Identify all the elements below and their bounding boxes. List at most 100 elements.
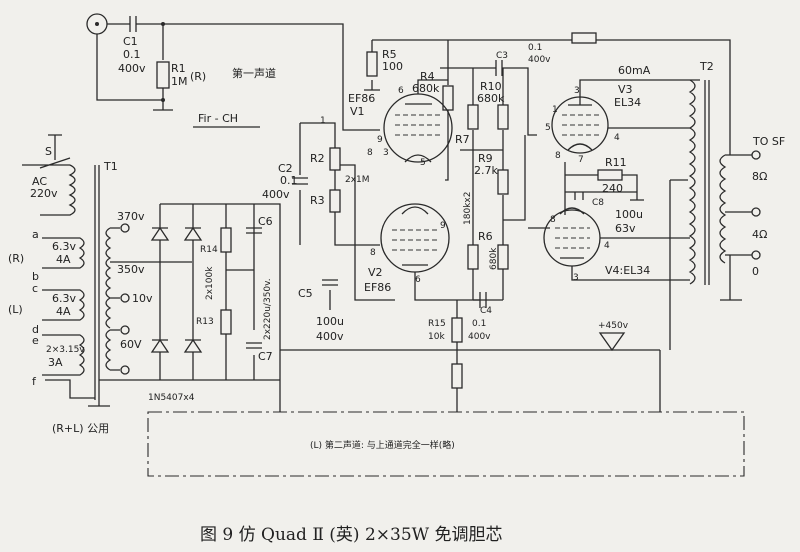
- label-v1-pin9: 9: [377, 135, 383, 145]
- label-r15-val: 10k: [428, 332, 445, 342]
- label-v1-pin8: 8: [367, 148, 373, 158]
- switch-s: [22, 134, 71, 169]
- label-r5: R5: [382, 48, 397, 61]
- resistor-r2: [329, 147, 341, 171]
- label-heater-1: 6.3v: [52, 240, 76, 253]
- label-r7-r8: 180kx2: [463, 192, 473, 225]
- resistor-r5: [366, 51, 378, 77]
- label-d: d: [32, 323, 39, 336]
- label-v3-pin8: 8: [555, 151, 561, 161]
- label-c2: C2: [278, 162, 293, 175]
- b-plus-symbol: [598, 332, 626, 352]
- label-c2-v: 400v: [262, 188, 290, 201]
- label-450v: +450v: [598, 321, 629, 331]
- label-c1-val: 0.1: [123, 48, 141, 61]
- label-r13: R13: [196, 317, 214, 327]
- label-channel-1: 第一声道: [232, 66, 276, 80]
- resistor-r8: [467, 244, 479, 270]
- input-jack: [86, 13, 108, 35]
- label-c: c: [32, 282, 38, 295]
- label-4ohm: 4Ω: [752, 228, 767, 241]
- label-350v: 350v: [117, 263, 145, 276]
- label-v3-pin4: 4: [614, 133, 620, 143]
- label-c5-v: 400v: [316, 330, 344, 343]
- label-b: b: [32, 270, 39, 283]
- label-v4-pin8: 8: [550, 215, 556, 225]
- label-heater-2-a: 4A: [56, 305, 71, 318]
- label-heater-3-a: 3A: [48, 356, 63, 369]
- label-r11: R11: [605, 156, 627, 169]
- label-r14: R14: [200, 245, 218, 255]
- terminal-0: [751, 250, 761, 260]
- terminal-8ohm: [751, 150, 761, 160]
- label-ef86-v1: EF86: [348, 92, 375, 105]
- label-v3-pin5: 5: [545, 123, 551, 133]
- label-v2-pin8: 8: [370, 248, 376, 258]
- tube-v1: [383, 79, 453, 163]
- resistor-r15: [451, 317, 463, 343]
- tube-v4: [528, 207, 690, 281]
- capacitor-c1: [129, 16, 137, 32]
- second-channel-note: (L) 第二声道: 与上通道完全一样(略): [310, 439, 455, 451]
- tube-v2: [380, 203, 480, 301]
- resistor-r10: [497, 104, 509, 130]
- label-heater-2: 6.3v: [52, 292, 76, 305]
- label-c3-v: 400v: [528, 55, 551, 65]
- label-pin-1: 1: [320, 116, 326, 126]
- label-r6-val: 680k: [489, 247, 499, 270]
- label-v4-pin4: 4: [604, 241, 610, 251]
- label-c8: C8: [592, 198, 604, 208]
- label-c3: C3: [496, 51, 508, 61]
- label-t1: T1: [103, 160, 118, 173]
- label-c6: C6: [258, 215, 273, 228]
- label-v2-pin9: 9: [440, 221, 446, 231]
- resistor-r1: [156, 61, 170, 89]
- resistor-r13: [220, 309, 232, 335]
- label-l-channel: (L): [8, 303, 23, 316]
- resistor-r15b: [451, 363, 463, 389]
- label-v4-pin3: 3: [573, 273, 579, 283]
- capacitor-c5: [322, 279, 338, 310]
- label-c1: C1: [123, 35, 138, 48]
- label-r2: R2: [310, 152, 325, 165]
- label-r-channel: (R): [8, 252, 24, 265]
- label-r6: R6: [478, 230, 493, 243]
- label-common: (R+L) 公用: [52, 422, 109, 435]
- label-c5-val: 100u: [316, 315, 344, 328]
- label-r10-val: 680k: [477, 92, 505, 105]
- tube-v3: [551, 79, 700, 154]
- label-r13-r14: 2x100k: [205, 266, 215, 300]
- label-v3-pin7: 7: [578, 155, 584, 165]
- resistor-r11: [597, 169, 623, 181]
- label-60v: 60V: [120, 338, 142, 351]
- label-v3-pin1: 1: [552, 105, 558, 115]
- capacitors-c6-c7: [246, 227, 262, 349]
- label-0: 0: [752, 265, 759, 278]
- label-v1-pin6: 6: [398, 86, 404, 96]
- label-10v: 10v: [132, 292, 153, 305]
- label-fir-ch: Fir - CH: [198, 112, 238, 125]
- label-v3: V3: [618, 83, 633, 96]
- label-to-speaker: TO SF: [752, 135, 785, 148]
- label-c4-v: 400v: [468, 332, 491, 342]
- label-c1-v: 400v: [118, 62, 146, 75]
- transformer-t2: [669, 79, 752, 350]
- label-heater-1-a: 4A: [56, 253, 71, 266]
- label-ac-v: 220v: [30, 187, 58, 200]
- resistor-r4: [442, 85, 454, 111]
- label-8ohm: 8Ω: [752, 170, 767, 183]
- label-r1: R1: [171, 62, 186, 75]
- label-60ma: 60mA: [618, 64, 651, 77]
- capacitor-c2: [292, 177, 308, 185]
- label-r1-val: 1M: [171, 75, 188, 88]
- label-r15: R15: [428, 319, 446, 329]
- resistor-r14: [220, 227, 232, 253]
- label-370v: 370v: [117, 210, 145, 223]
- label-r11-val: 240: [602, 182, 623, 195]
- label-v4: V4:EL34: [605, 264, 650, 277]
- label-ef86-v2: EF86: [364, 281, 391, 294]
- resistor-r6: [497, 244, 509, 270]
- label-r10: R10: [480, 80, 502, 93]
